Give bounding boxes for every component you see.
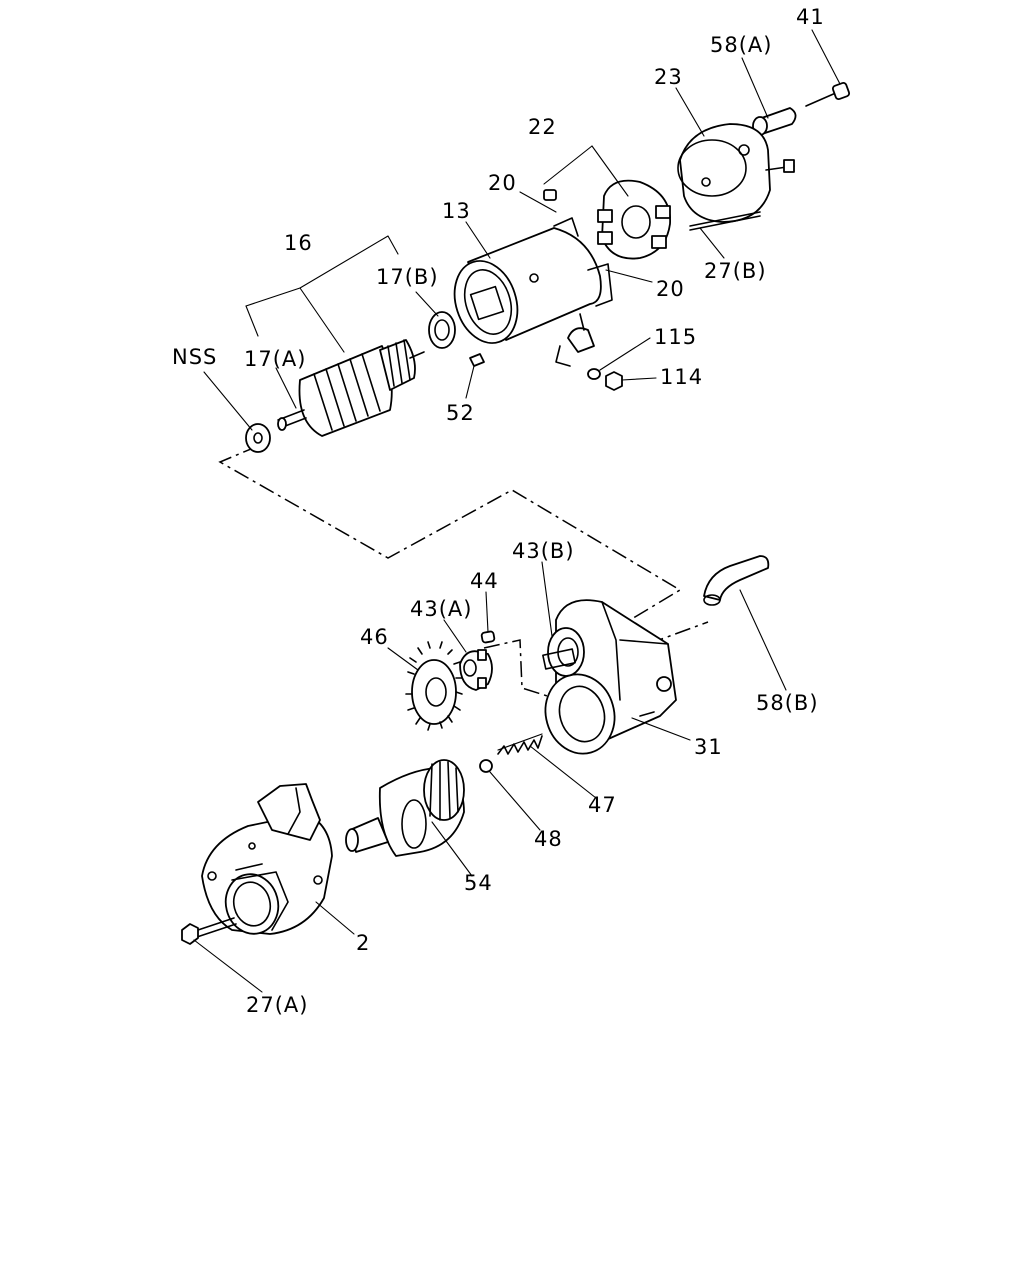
terminal-20: [555, 313, 595, 367]
housing-31: [542, 599, 677, 755]
callout-2: 2: [356, 931, 370, 955]
washer-nss: [245, 423, 271, 453]
bolt-27a: [181, 917, 237, 945]
callout-115: 115: [654, 325, 697, 349]
callout-48: 48: [534, 827, 563, 851]
callout-41: 41: [796, 5, 825, 29]
drive-housing-2: [201, 783, 333, 935]
callout-31: 31: [694, 735, 723, 759]
callout-43b: 43(B): [512, 539, 575, 563]
callout-43a: 43(A): [410, 597, 472, 621]
bolt-41: [805, 81, 851, 107]
callout-16: 16: [284, 231, 313, 255]
callout-58a: 58(A): [710, 33, 772, 57]
callout-54: 54: [464, 871, 493, 895]
callout-22: 22: [528, 115, 557, 139]
callout-44: 44: [470, 569, 499, 593]
washer-115: [587, 368, 601, 380]
callout-20-lower: 20: [656, 277, 685, 301]
leader-lines: [193, 29, 841, 993]
nut-114: [605, 371, 623, 391]
bearing-17b: [428, 311, 456, 349]
callout-nss: NSS: [172, 345, 217, 369]
pinion-54: [345, 759, 465, 857]
end-cover-23: [677, 123, 795, 223]
clutch-43a: [459, 649, 493, 691]
hose-fitting-58a: [752, 107, 797, 136]
callout-27b: 27(B): [704, 259, 767, 283]
callout-23: 23: [654, 65, 683, 89]
callout-58b: 58(B): [756, 691, 819, 715]
shaft-dashed-line: [483, 639, 561, 701]
callout-20-upper: 20: [488, 171, 517, 195]
ball-48: [479, 759, 493, 773]
callout-13: 13: [442, 199, 471, 223]
yoke-13: [453, 217, 613, 344]
callout-27a: 27(A): [246, 993, 308, 1017]
armature-16: [277, 339, 425, 437]
callout-114: 114: [660, 365, 703, 389]
spring-47: [497, 733, 543, 755]
gear-46: [405, 641, 463, 731]
hose-58b: [703, 555, 770, 606]
brush-holder-22: [543, 179, 671, 260]
through-bolt-27b: [689, 211, 761, 231]
key-52: [469, 353, 485, 367]
callout-47: 47: [588, 793, 617, 817]
callout-17b: 17(B): [376, 265, 439, 289]
callout-17a: 17(A): [244, 347, 306, 371]
callout-52: 52: [446, 401, 475, 425]
callout-46: 46: [360, 625, 389, 649]
pin-44: [480, 630, 496, 644]
